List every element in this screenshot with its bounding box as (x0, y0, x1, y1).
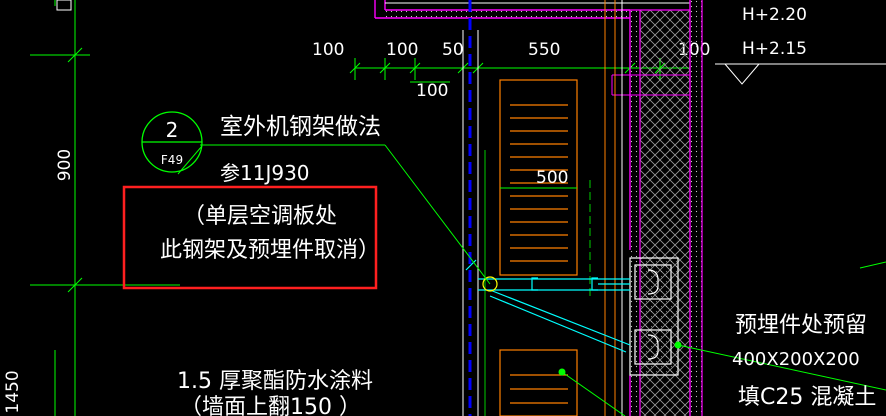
embed-line-2: 400X200X200 (732, 349, 860, 370)
detail-callout-sheet: F49 (161, 153, 183, 167)
dim-900-label: 900 (55, 149, 75, 181)
louver-upper (499, 79, 578, 276)
leader-dot-coating (558, 368, 566, 376)
dim-50: 50 (442, 40, 464, 60)
dim-500: 500 (536, 168, 568, 188)
bracket-pivot (482, 276, 498, 292)
vertical-member (462, 0, 616, 416)
steel-frame-title: 室外机钢架做法 (220, 114, 381, 140)
leader-lines (200, 144, 886, 416)
top-slab-fill (385, 10, 630, 18)
steel-frame-ref: 参11J930 (220, 161, 310, 185)
dim-100-b: 100 (386, 40, 418, 60)
embed-fill (630, 258, 678, 375)
elevation-top: H+2.20 (742, 5, 807, 25)
dim-left-bottom-label: 1450 (3, 370, 23, 413)
dim-left-top-marker (56, 0, 72, 11)
dim-550: 550 (528, 40, 560, 60)
detail-callout-number: 2 (166, 118, 179, 142)
dim-100-lower: 100 (416, 81, 448, 101)
highlight-box (122, 185, 378, 290)
embed-line-3: 填C25 混凝土 (738, 385, 876, 410)
dim-100-a: 100 (312, 40, 344, 60)
coating-line-1: 1.5 厚聚酯防水涂料 (177, 369, 373, 394)
detail-callout (141, 111, 203, 175)
embed-line-1: 预埋件处预留 (735, 313, 867, 338)
highlight-line-1: （单层空调板处 (183, 204, 337, 229)
steel-bracket (478, 277, 631, 353)
left-dimension-chain (30, 0, 180, 416)
elevation-symbol (715, 63, 886, 85)
leader-dot-embed (674, 341, 682, 349)
highlight-line-2: 此钢架及预埋件取消） (160, 238, 380, 263)
coating-line-2: （墙面上翻150 ） (180, 395, 361, 416)
column-cyan-marks (465, 259, 477, 271)
elevation-second: H+2.15 (742, 39, 807, 59)
